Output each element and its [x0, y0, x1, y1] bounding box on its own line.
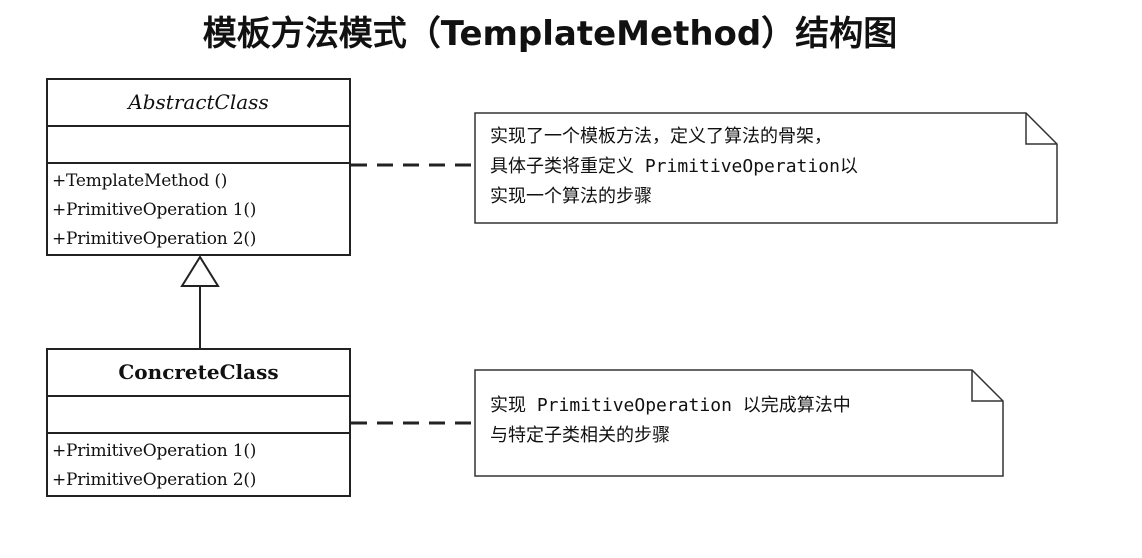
concrete-class-operations: +PrimitiveOperation 1() +PrimitiveOperat…: [48, 434, 349, 498]
abstract-note-connector: [351, 163, 475, 167]
note-shape: [474, 112, 1058, 224]
operation-primitive-1: +PrimitiveOperation 1(): [52, 441, 257, 461]
concrete-class-note: 实现 PrimitiveOperation 以完成算法中 与特定子类相关的步骤: [474, 369, 1004, 477]
note-shape: [474, 369, 1004, 477]
inheritance-arrowhead: [180, 255, 220, 287]
operation-primitive-1: +PrimitiveOperation 1(): [52, 200, 257, 220]
abstract-class-note: 实现了一个模板方法，定义了算法的骨架， 具体子类将重定义 PrimitiveOp…: [474, 112, 1058, 224]
inheritance-arrow: [180, 255, 220, 349]
operation-primitive-2: +PrimitiveOperation 2(): [52, 470, 257, 490]
diagram-title: 模板方法模式（TemplateMethod）结构图: [202, 14, 898, 54]
abstract-class-box: AbstractClass +TemplateMethod () +Primit…: [46, 78, 351, 256]
concrete-note-connector: [351, 421, 475, 425]
concrete-class-attributes: [48, 397, 349, 434]
abstract-note-text: 实现了一个模板方法，定义了算法的骨架， 具体子类将重定义 PrimitiveOp…: [490, 126, 858, 207]
abstract-class-name: AbstractClass: [48, 80, 349, 127]
concrete-class-name: ConcreteClass: [48, 350, 349, 397]
concrete-note-text: 实现 PrimitiveOperation 以完成算法中 与特定子类相关的步骤: [490, 395, 851, 446]
operation-template-method: +TemplateMethod (): [52, 171, 228, 191]
abstract-class-attributes: [48, 127, 349, 164]
abstract-class-operations: +TemplateMethod () +PrimitiveOperation 1…: [48, 164, 349, 257]
concrete-class-box: ConcreteClass +PrimitiveOperation 1() +P…: [46, 348, 351, 497]
operation-primitive-2: +PrimitiveOperation 2(): [52, 229, 257, 249]
